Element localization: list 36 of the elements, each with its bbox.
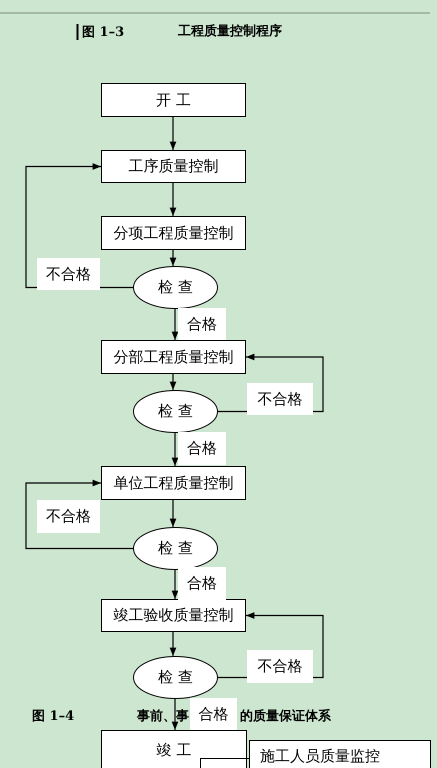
- figure-number: 图 1–4: [32, 708, 74, 725]
- arrow: [172, 433, 178, 466]
- edge-label: 不合格: [37, 258, 100, 290]
- arrow: [172, 570, 178, 599]
- process-box: 竣工验收质量控制: [101, 599, 246, 632]
- check-ellipse: 检 查: [133, 390, 218, 433]
- figure-title: 工程质量控制程序: [178, 22, 282, 40]
- edge-label: 不合格: [247, 383, 313, 415]
- arrow: [172, 309, 178, 340]
- edge-label: 合格: [178, 567, 226, 600]
- figure-number: 图 1–3: [82, 24, 124, 41]
- caption-text: 事前、事: [137, 708, 189, 725]
- arrow: [25, 480, 133, 550]
- check-ellipse: 检 查: [133, 656, 218, 699]
- edge-label: 不合格: [247, 650, 313, 683]
- process-box: 开 工: [101, 83, 246, 117]
- process-box: 单位工程质量控制: [101, 466, 246, 500]
- edge-label: 合格: [178, 308, 226, 340]
- process-box: 施工人员质量监控: [249, 740, 431, 768]
- arrow: [170, 374, 176, 390]
- check-ellipse: 检 查: [133, 266, 218, 309]
- edge-label: 合格: [178, 432, 226, 465]
- caption-text: 的质量保证体系: [240, 708, 331, 725]
- edge-label: 不合格: [37, 500, 100, 533]
- arrow: [170, 183, 176, 216]
- arrow: [172, 699, 178, 730]
- process-box: 分项工程质量控制: [101, 216, 246, 250]
- edge-label: 合格: [190, 698, 237, 730]
- arrow: [170, 632, 176, 656]
- process-box: 竣 工: [101, 730, 247, 768]
- check-ellipse: 检 查: [133, 527, 218, 570]
- process-box: 工序质量控制: [101, 150, 246, 183]
- process-box: 分部工程质量控制: [101, 340, 246, 374]
- arrow: [170, 500, 176, 527]
- arrow: [170, 250, 176, 266]
- arrow: [170, 117, 176, 150]
